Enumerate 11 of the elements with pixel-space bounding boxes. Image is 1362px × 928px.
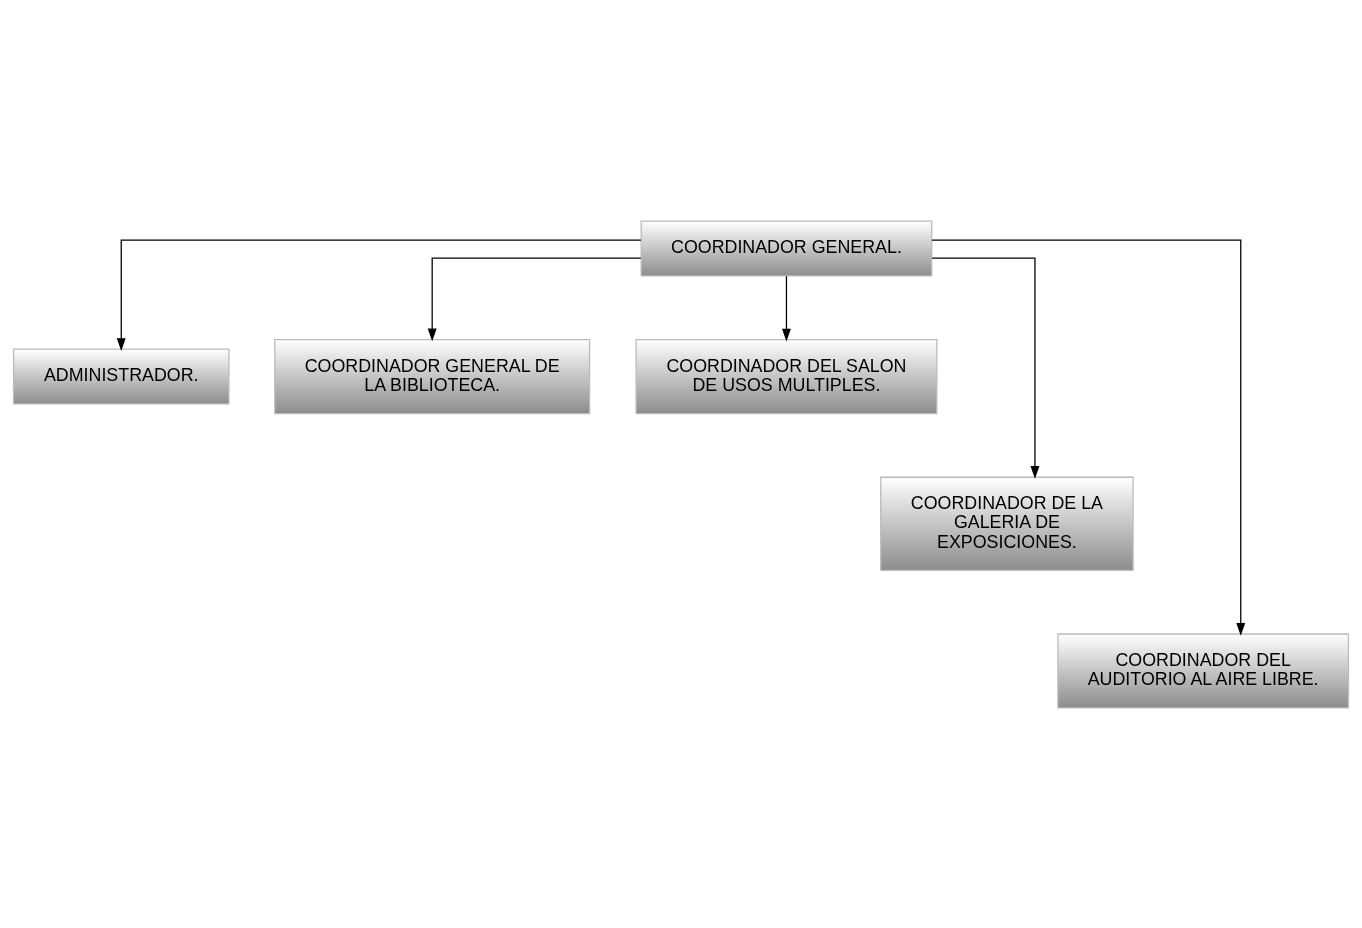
arrow — [931, 256, 1040, 479]
node-box: COORDINADOR DE LA GALERIA DE EXPOSICIONES. — [880, 476, 1134, 571]
arrow — [116, 239, 642, 351]
node-box: COORDINADOR DEL AUDITORIO AL AIRE LIBRE. — [1057, 632, 1350, 709]
node-box: COORDINADOR GENERAL DE LA BIBLIOTECA. — [274, 338, 591, 414]
arrow — [782, 275, 791, 342]
node-box: COORDINADOR GENERAL. — [640, 219, 933, 277]
arrow — [931, 239, 1246, 636]
arrow — [427, 256, 642, 341]
node-box: COORDINADOR DEL SALON DE USOS MULTIPLES. — [635, 338, 938, 414]
node-box: ADMINISTRADOR. — [12, 348, 230, 405]
